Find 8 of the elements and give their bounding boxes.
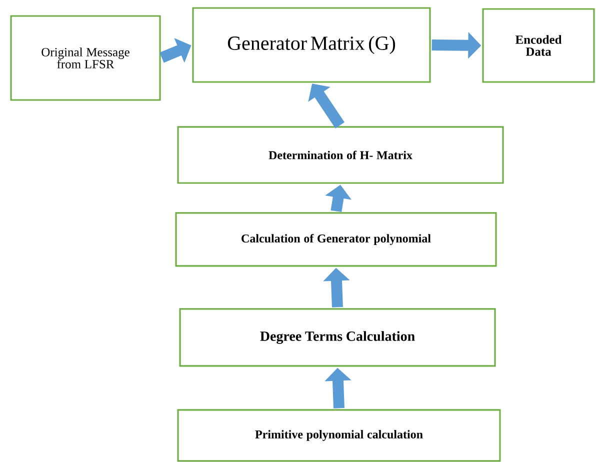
- block-arrow: [308, 84, 345, 128]
- process-box: Encoded Data: [482, 8, 595, 83]
- process-box: Generator Matrix (G): [192, 7, 431, 83]
- process-box: Primitive polynomial calculation: [177, 409, 501, 462]
- process-box: Calculation of Generator polynomial: [175, 212, 497, 267]
- process-box: Degree Terms Calculation: [179, 308, 496, 367]
- process-box: Original Message from LFSR: [10, 15, 161, 101]
- process-box: Determination of H- Matrix: [177, 126, 504, 184]
